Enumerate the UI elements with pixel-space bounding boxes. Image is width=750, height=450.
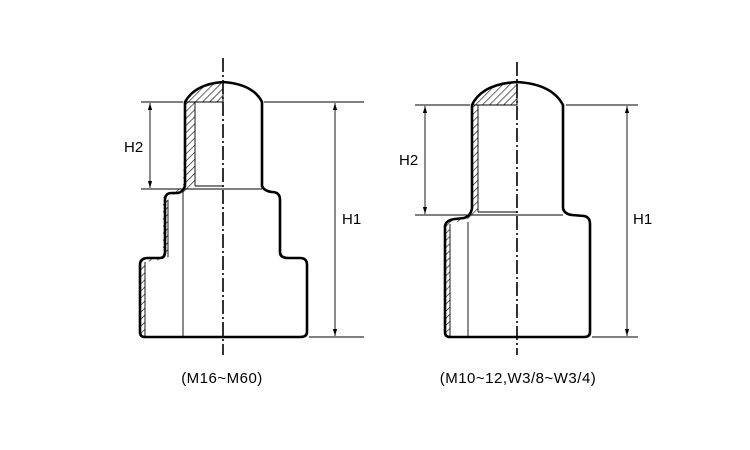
wall-hatch-left: [140, 102, 195, 337]
h1-label: H1: [342, 211, 361, 228]
h1-label: H1: [633, 211, 652, 228]
wall-hatch-left: [445, 105, 478, 337]
h2-label: H2: [124, 139, 143, 156]
figure-caption: (M16~M60): [181, 370, 263, 387]
figure-caption: (M10~12,W3/8~W3/4): [440, 370, 597, 387]
cap-outline-right: [443, 80, 592, 339]
cap-outline-left: [138, 80, 309, 339]
h2-label: H2: [399, 152, 418, 169]
figure-right: H2 H1 (M10~12,W3/8~W3/4): [399, 62, 652, 387]
figure-left: H2 H1 (M16~M60): [124, 58, 364, 387]
